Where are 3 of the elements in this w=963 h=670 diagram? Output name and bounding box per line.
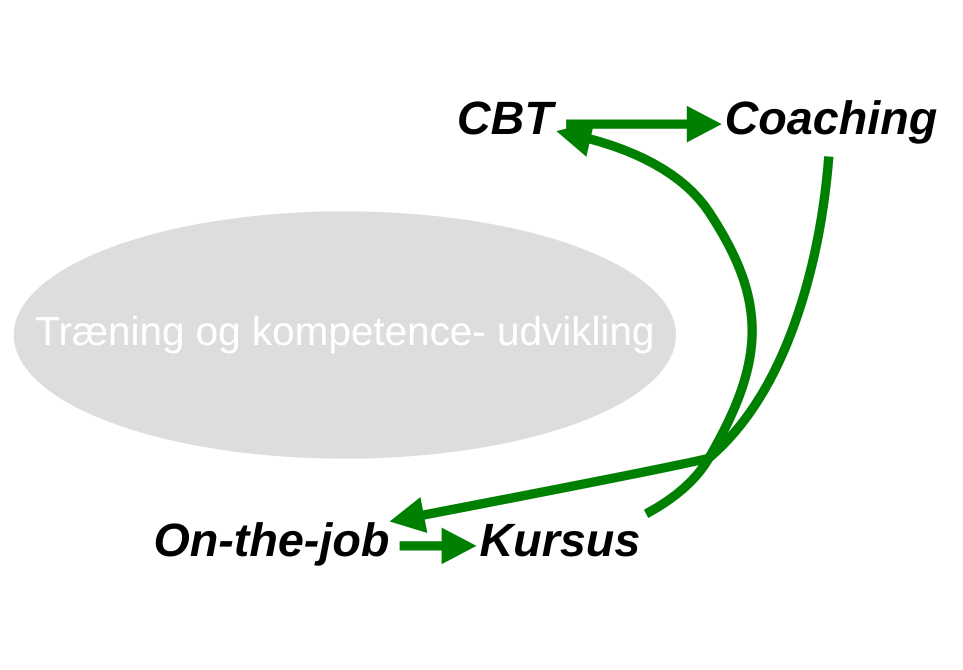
node-text: Kursus — [479, 514, 640, 566]
node-text: On-the-job — [153, 514, 390, 566]
node-text: Coaching — [724, 92, 938, 144]
